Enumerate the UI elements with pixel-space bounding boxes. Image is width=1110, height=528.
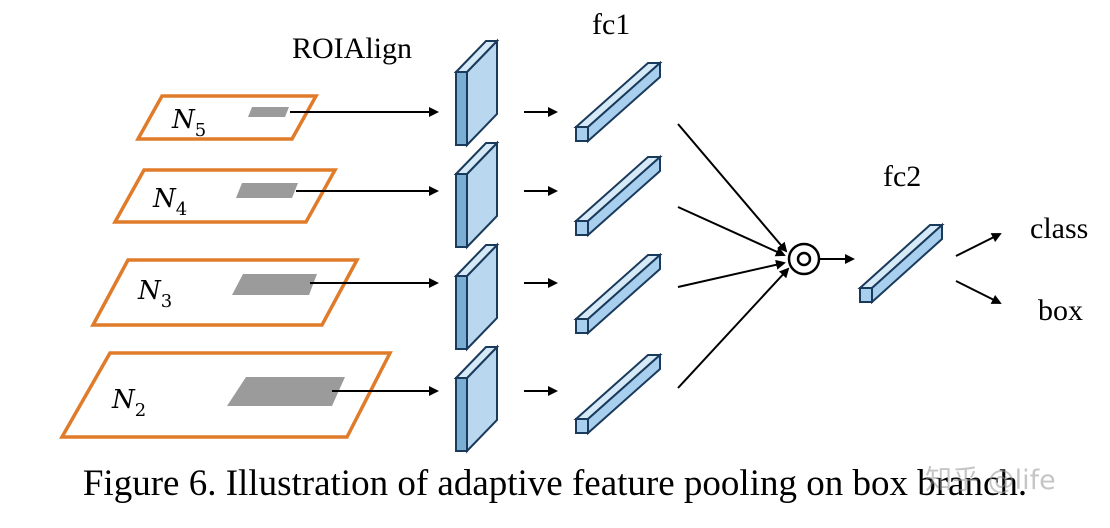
level-label-n5: N5: [171, 105, 206, 141]
level-label-n2: N2: [111, 385, 146, 421]
circled-dot-icon: [787, 242, 821, 276]
arrow-fc1-fuse-2: [677, 206, 786, 257]
roialign-block-3: [453, 242, 500, 352]
box-label: box: [1038, 294, 1083, 327]
arrow-fc1-fuse-1: [677, 123, 788, 253]
fc1-label: fc1: [592, 8, 630, 41]
fc2-bar: [857, 222, 945, 305]
level-label-n4: N4: [152, 184, 187, 220]
roialign-block-4: [453, 344, 500, 454]
roi-n5: [248, 107, 289, 117]
fpn-diagram: ROIAlign fc1 fc2 class box N5 N4 N3 N2: [58, 8, 1088, 454]
fc1-bar-3: [573, 252, 663, 336]
figure-caption: Figure 6. Illustration of adaptive featu…: [82, 463, 1028, 504]
level-n5: N5: [135, 94, 439, 141]
fc2-label: fc2: [883, 160, 921, 193]
level-n4: N4: [112, 168, 439, 224]
fc1-bar-2: [573, 154, 663, 238]
arrow-fc1-fuse-4: [677, 267, 790, 389]
roialign-block-2: [453, 140, 500, 250]
feature-map-n5: [135, 94, 319, 141]
arrow-to-class: [955, 233, 1002, 257]
fc1-bar-4: [573, 352, 663, 436]
roialign-label: ROIAlign: [292, 32, 412, 65]
level-n2: N2: [58, 351, 439, 439]
arrow-fc1-fuse-3: [677, 259, 786, 288]
roi-n3: [232, 274, 317, 295]
class-label: class: [1030, 212, 1088, 245]
arrow-to-box: [955, 280, 1002, 304]
roi-n4: [236, 183, 298, 198]
feature-map-n4: [112, 168, 338, 224]
level-n3: N3: [90, 258, 439, 327]
fc1-bar-1: [573, 60, 663, 144]
roialign-block-1: [453, 38, 500, 148]
roi-n2: [227, 377, 345, 406]
watermark: 知乎 @life: [925, 465, 1056, 496]
feature-map-n3: [90, 258, 360, 327]
level-label-n3: N3: [137, 276, 172, 312]
feature-map-n2: [58, 351, 393, 439]
